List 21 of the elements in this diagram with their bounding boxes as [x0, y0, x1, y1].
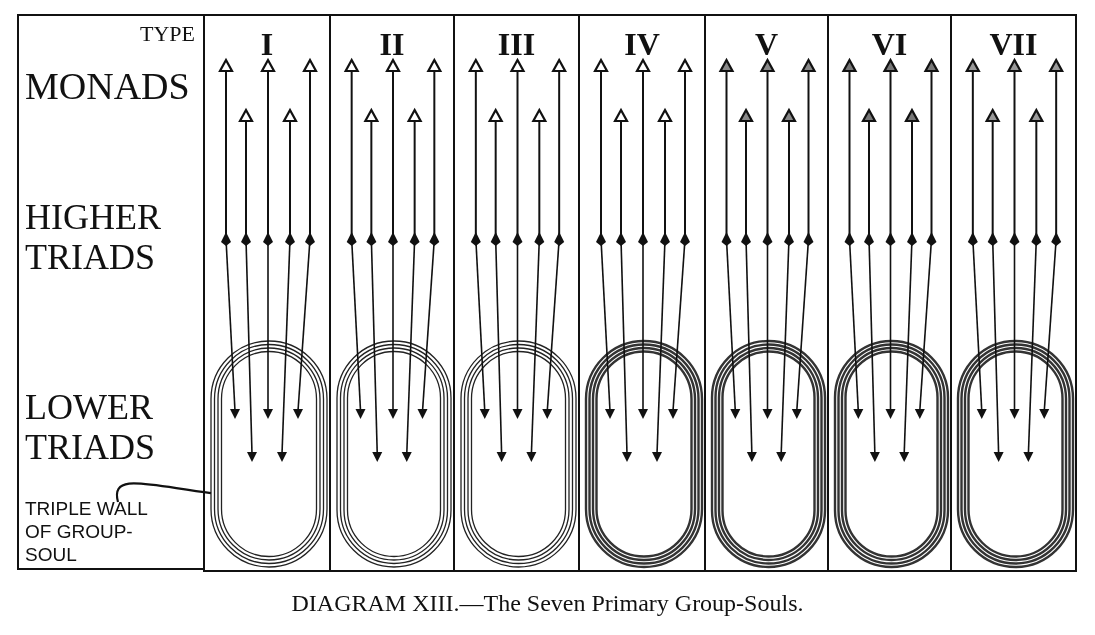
type-numeral: II [379, 26, 405, 63]
type-column [704, 14, 829, 572]
type-column [950, 14, 1077, 572]
type-numeral: I [260, 26, 274, 63]
figure-caption: DIAGRAM XIII.—The Seven Primary Group-Souls. [290, 590, 805, 617]
heading-label: TYPE [140, 22, 195, 47]
type-column [578, 14, 706, 572]
type-numeral: VI [871, 26, 908, 63]
type-column [329, 14, 455, 572]
legend-panel [17, 14, 205, 570]
type-numeral: IV [624, 26, 660, 63]
type-column [827, 14, 952, 572]
wall-label: TRIPLE WALL OF GROUP-SOUL [25, 498, 149, 567]
type-numeral: V [754, 26, 779, 63]
row-label: LOWER TRIADS [25, 388, 156, 468]
type-numeral: III [497, 26, 536, 63]
type-column [203, 14, 331, 572]
row-label: MONADS [25, 66, 191, 108]
type-column [453, 14, 580, 572]
row-label: HIGHER TRIADS [25, 198, 162, 278]
type-numeral: VII [989, 26, 1038, 63]
